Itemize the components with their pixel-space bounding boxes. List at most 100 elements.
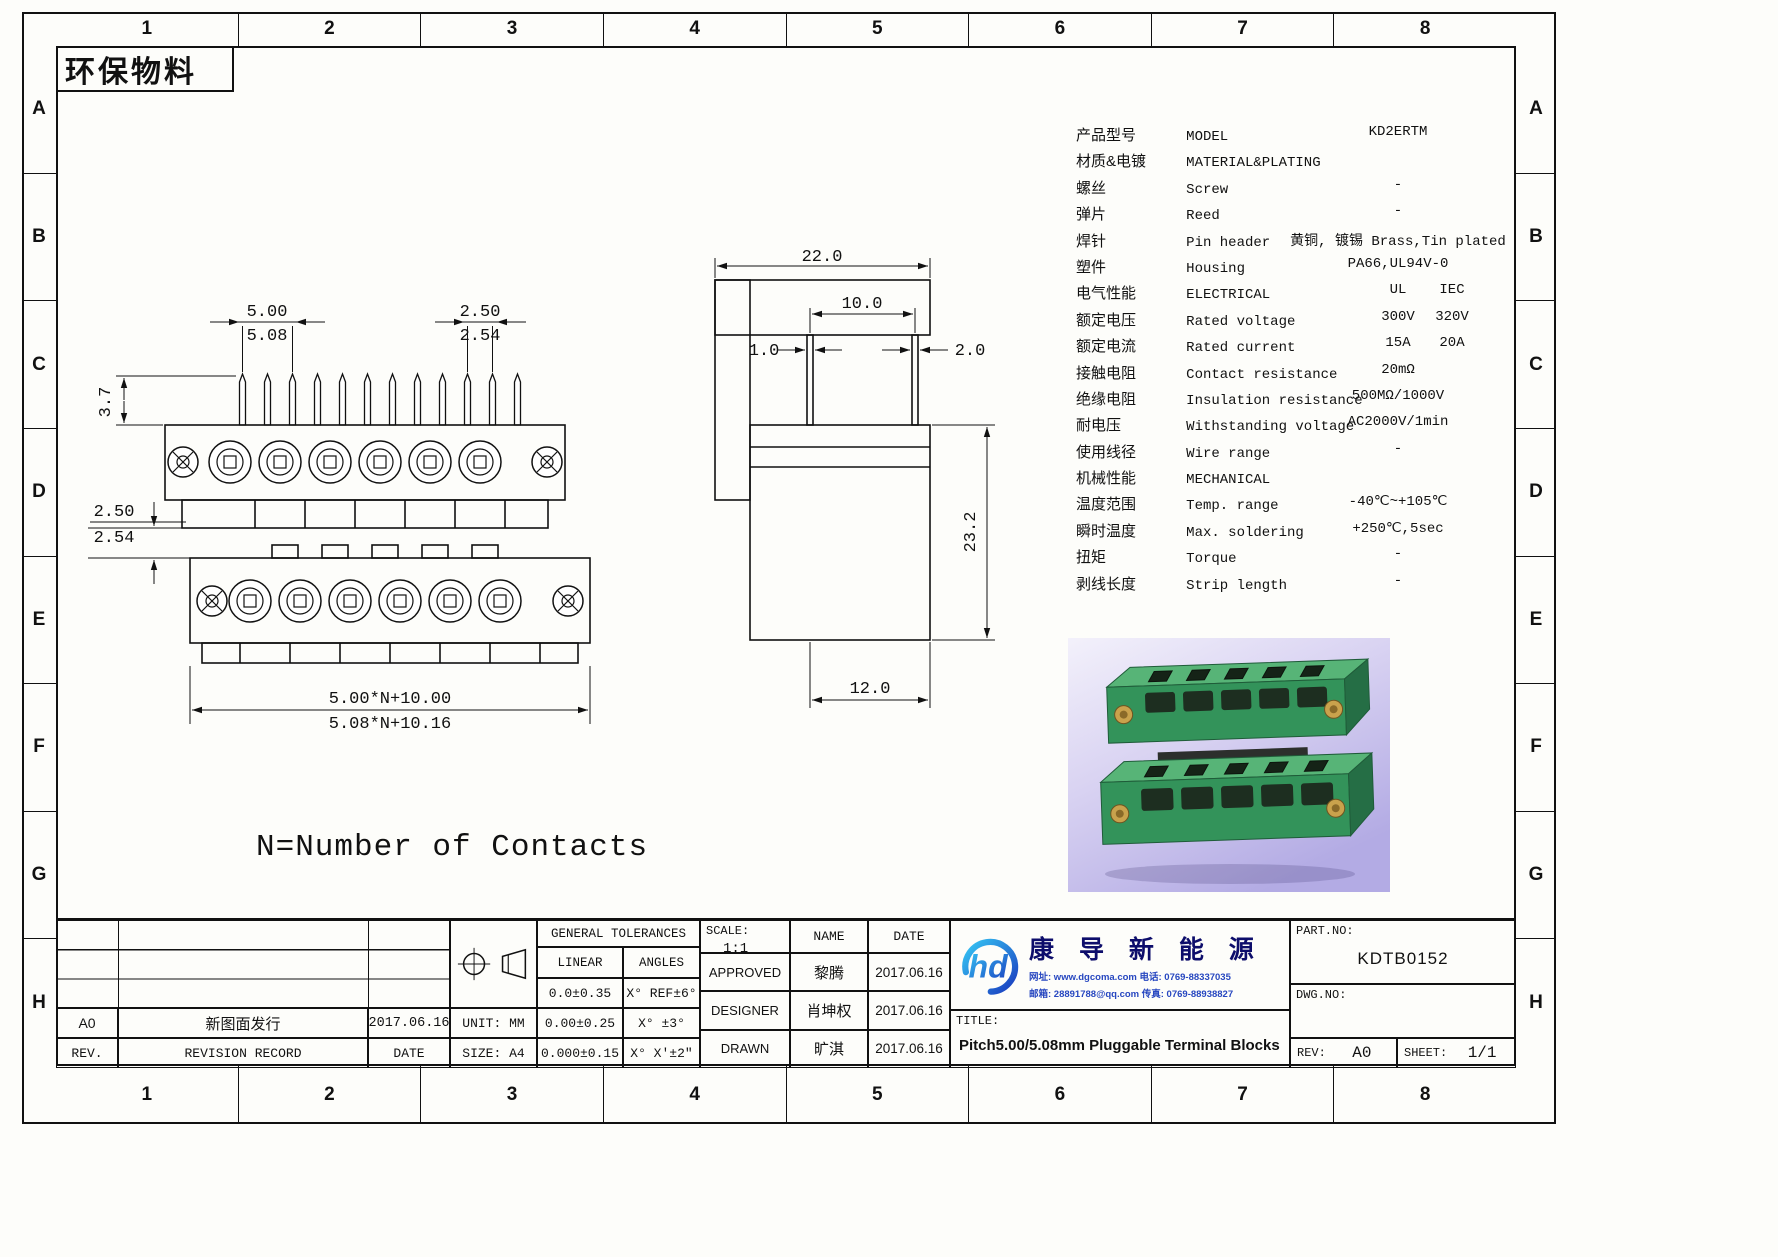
grid-ref-label: 2 (237, 1066, 421, 1124)
spec-value-2: 320V (1435, 308, 1469, 325)
spec-label-cn: 剥线长度 (1076, 575, 1137, 593)
spec-row: 弹片 Reed - (1076, 203, 1512, 229)
side-dimension-labels: 22.0 10.0 1.0 2.0 23.2 12.0 (749, 250, 986, 699)
grid-ref-label: 8 (1333, 12, 1516, 46)
grid-ref-label: 7 (1150, 12, 1334, 46)
revision-record-header: REVISION RECORD (118, 1038, 368, 1068)
spec-label-en: Torque (1186, 551, 1237, 568)
spec-label-en: Wire range (1186, 445, 1271, 462)
spec-label-en: Reed (1186, 208, 1220, 225)
terminal-block-upper (1105, 658, 1371, 744)
company-cell: hd 康 导 新 能 源 网址: www.dgcoma.com 电话: 0769… (950, 920, 1290, 1010)
tolerance-linear-value: 0.000±0.15 (537, 1038, 623, 1068)
spec-label-en: ELECTRICAL (1186, 287, 1271, 304)
drawing-title: Pitch5.00/5.08mm Pluggable Terminal Bloc… (959, 1037, 1280, 1054)
projection-symbol-cell (450, 920, 537, 1008)
spec-label-en: Housing (1186, 260, 1245, 277)
spec-value-1: 黄铜, 镀锡 Brass,Tin plated (1290, 233, 1506, 250)
dim-total-width-inch: 5.08*N+10.16 (329, 715, 451, 734)
grid-ref-label: G (1516, 810, 1556, 939)
dim-pin-span: 10.0 (842, 295, 883, 314)
spec-label-cn: 材质&电镀 (1076, 153, 1147, 171)
revision-rev-value: A0 (56, 1008, 118, 1038)
grid-ref-label: 2 (237, 12, 421, 46)
grid-ref-label: 5 (785, 1066, 969, 1124)
spec-label-cn: 额定电流 (1076, 338, 1137, 356)
signoff-date: 2017.06.16 (868, 953, 950, 992)
sheet-cell: SHEET: 1/1 (1397, 1038, 1516, 1068)
spec-row: 焊针 Pin header 黄铜, 镀锡 Brass,Tin plated (1076, 230, 1512, 256)
signoff-date: 2017.06.16 (868, 1029, 950, 1068)
grid-ref-label: D (22, 427, 56, 556)
tolerance-linear-value: 0.0±0.35 (537, 978, 623, 1008)
grid-ref-label: B (1516, 172, 1556, 301)
spec-label-en: Insulation resistance (1186, 392, 1363, 409)
spec-label-en: Withstanding voltage (1186, 419, 1355, 436)
spec-value-1: UL (1389, 282, 1407, 299)
side-dimension-lines (714, 258, 995, 708)
revision-divider (368, 920, 370, 1008)
spec-label-en: Contact resistance (1186, 366, 1338, 383)
part-no-value: KDTB0152 (1357, 949, 1449, 968)
part-no-cell: PART.NO: KDTB0152 (1290, 920, 1516, 984)
spec-value-1: -40℃~+105℃ (1348, 494, 1448, 511)
revision-record-value: 新图面发行 (118, 1008, 368, 1038)
spec-row: 机械性能 MECHANICAL (1076, 467, 1512, 493)
grid-ref-label: 3 (420, 1066, 603, 1124)
spec-label-cn: 绝缘电阻 (1076, 390, 1137, 408)
grid-ref-label: 4 (602, 1066, 786, 1124)
spec-value-1: PA66,UL94V-0 (1347, 255, 1449, 272)
dim-body-depth: 12.0 (850, 680, 891, 699)
grid-ref-label: E (22, 555, 56, 684)
name-header: NAME (790, 920, 868, 953)
spec-label-cn: 机械性能 (1076, 470, 1137, 488)
rev-value: A0 (1352, 1044, 1372, 1062)
terminal-block-lower (1099, 747, 1375, 845)
spec-value-1: AC2000V/1min (1347, 414, 1449, 431)
front-dimension-labels: 5.00 5.08 2.50 2.54 3.7 2.50 2.54 5.00*N… (94, 303, 501, 734)
grid-ref-label: 4 (602, 12, 786, 46)
unit-cell: UNIT: MM (450, 1008, 537, 1038)
spec-value-1: +250℃,5sec (1352, 520, 1444, 537)
spec-row: 材质&电镀 MATERIAL&PLATING (1076, 150, 1512, 176)
company-logo-icon: hd (962, 938, 1019, 995)
grid-ref-label: A (1529, 98, 1543, 120)
spec-row: 接触电阻 Contact resistance 20mΩ (1076, 362, 1512, 388)
part-no-label: PART.NO: (1296, 924, 1354, 938)
spec-row: 耐电压 Withstanding voltage AC2000V/1min (1076, 414, 1512, 440)
spec-label-en: Rated current (1186, 340, 1296, 357)
grid-ref-label: 7 (1150, 1066, 1334, 1124)
tolerances-angles-header: ANGLES (623, 947, 700, 978)
tolerances-rows: 0.0±0.35 X° REF±6° 0.00±0.25 X° ±3° 0.00… (537, 978, 700, 1068)
grid-ref-label: A (32, 98, 46, 120)
revision-divider (118, 920, 120, 1008)
grid-ref-label: 8 (1333, 1066, 1516, 1124)
spec-value-1: - (1393, 440, 1403, 457)
spec-row: 额定电压 Rated voltage 300V 320V (1076, 309, 1512, 335)
signoff-rows: APPROVED 黎腾 2017.06.16 DESIGNER 肖坤权 2017… (700, 953, 950, 1068)
title-block: A0 新图面发行 2017.06.16 REV. REVISION RECORD… (56, 918, 1516, 1068)
spec-label-en: MATERIAL&PLATING (1186, 155, 1321, 172)
spec-label-cn: 额定电压 (1076, 311, 1137, 329)
grid-ref-label: G (22, 810, 56, 939)
spec-row: 塑件 Housing PA66,UL94V-0 (1076, 256, 1512, 282)
tolerance-row: 0.000±0.15 X° X'±2" (537, 1038, 700, 1068)
spec-label-en: Screw (1186, 181, 1229, 198)
outer-border (22, 12, 1556, 1124)
grid-ref-label: 6 (968, 1066, 1151, 1124)
spec-value-2: IEC (1439, 282, 1465, 299)
grid-ref-label: C (1516, 300, 1556, 428)
signoff-role: DESIGNER (700, 991, 790, 1030)
spec-label-cn: 使用线径 (1076, 443, 1137, 461)
spec-label-cn: 电气性能 (1076, 285, 1137, 303)
spec-label-cn: 扭矩 (1076, 549, 1107, 567)
front-dimension-lines (88, 318, 591, 724)
signoff-role: DRAWN (700, 1029, 790, 1068)
contacts-note: N=Number of Contacts (256, 830, 649, 865)
grid-ref-label: F (1516, 683, 1556, 811)
tolerances-linear-header: LINEAR (537, 947, 623, 978)
header-top-view (189, 544, 591, 664)
spec-value-1: - (1393, 572, 1403, 589)
